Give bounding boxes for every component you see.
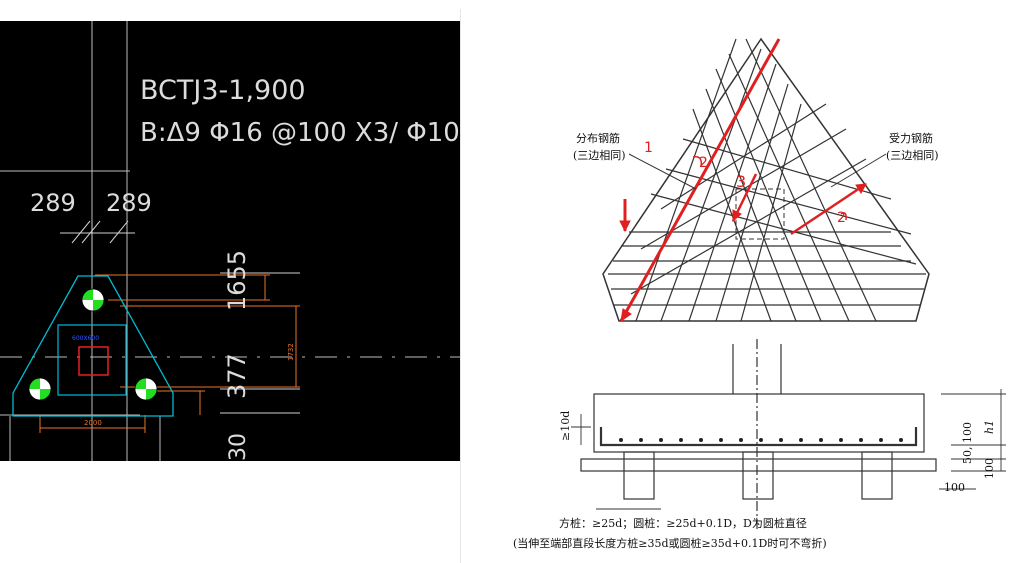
pile-left [28, 377, 52, 401]
cad-dim-top: 1655 [223, 250, 251, 311]
markup-number-4: 2 [837, 210, 846, 226]
section-dims [571, 389, 1006, 510]
dim-h1: h1 [983, 420, 996, 434]
cad-dim-partial: 30 [226, 433, 251, 461]
leader-distribution [628, 153, 697, 190]
detail-canvas: 1 2 3 2 分布钢筋 (三边相同) 受力钢筋 (三边相同) [513, 37, 1006, 550]
cad-canvas: BCTJ3-1,900 B:Δ9 Φ16 @100 X3/ Φ10 @200 2… [0, 21, 507, 461]
cad-dim-bottom: 377 [223, 353, 251, 399]
dim-50-100: 50, 100 [961, 422, 974, 464]
markup-number-3: 3 [736, 172, 746, 191]
label-stressed-sub: (三边相同) [886, 149, 939, 162]
cad-dim-side-small: 1732 [287, 343, 295, 361]
dim-10d: ≥10d [559, 411, 572, 441]
triangle-rebar-mesh [602, 37, 930, 322]
column-outline [57, 324, 127, 396]
pile-cap-outline [12, 275, 174, 417]
note-line-2: (当伸至端部直段长度方桩≥35d或圆桩≥35d+0.1D时可不弯折) [513, 536, 827, 550]
pile-size-label: 600X600 [72, 335, 99, 342]
section-elevation [580, 339, 937, 529]
detail-drawing-panel: 1 2 3 2 分布钢筋 (三边相同) 受力钢筋 (三边相同) [460, 9, 1013, 563]
red-markup [619, 38, 867, 323]
label-distribution-rebar: 分布钢筋 [576, 131, 620, 145]
pile-top [81, 288, 105, 312]
leader-stressed [830, 153, 887, 188]
dim-100-bottom: 100 [944, 481, 965, 494]
note-line-1: 方桩：≥25d；圆桩：≥25d+0.1D，D为圆桩直径 [559, 516, 807, 530]
column-core [78, 346, 109, 376]
cad-rebar-spec: B:Δ9 Φ16 @100 X3/ Φ10 @200 [140, 118, 507, 148]
label-stressed-rebar: 受力钢筋 [889, 131, 933, 145]
cad-dim-vertical [220, 272, 300, 414]
cad-dim-left: 289 [30, 189, 76, 217]
markup-number-1: 1 [644, 140, 653, 156]
cad-drawing-panel: BCTJ3-1,900 B:Δ9 Φ16 @100 X3/ Φ10 @200 2… [0, 21, 507, 461]
markup-number-2: 2 [699, 155, 708, 171]
label-distribution-sub: (三边相同) [573, 149, 626, 162]
cad-dim-width: 2000 [84, 419, 102, 427]
pile-right [134, 377, 158, 401]
cad-dim-ticks [60, 220, 135, 276]
cad-title: BCTJ3-1,900 [140, 75, 306, 106]
dim-100-right: 100 [983, 458, 996, 479]
rebar-dots [619, 438, 903, 442]
cad-dim-right: 289 [106, 189, 152, 217]
